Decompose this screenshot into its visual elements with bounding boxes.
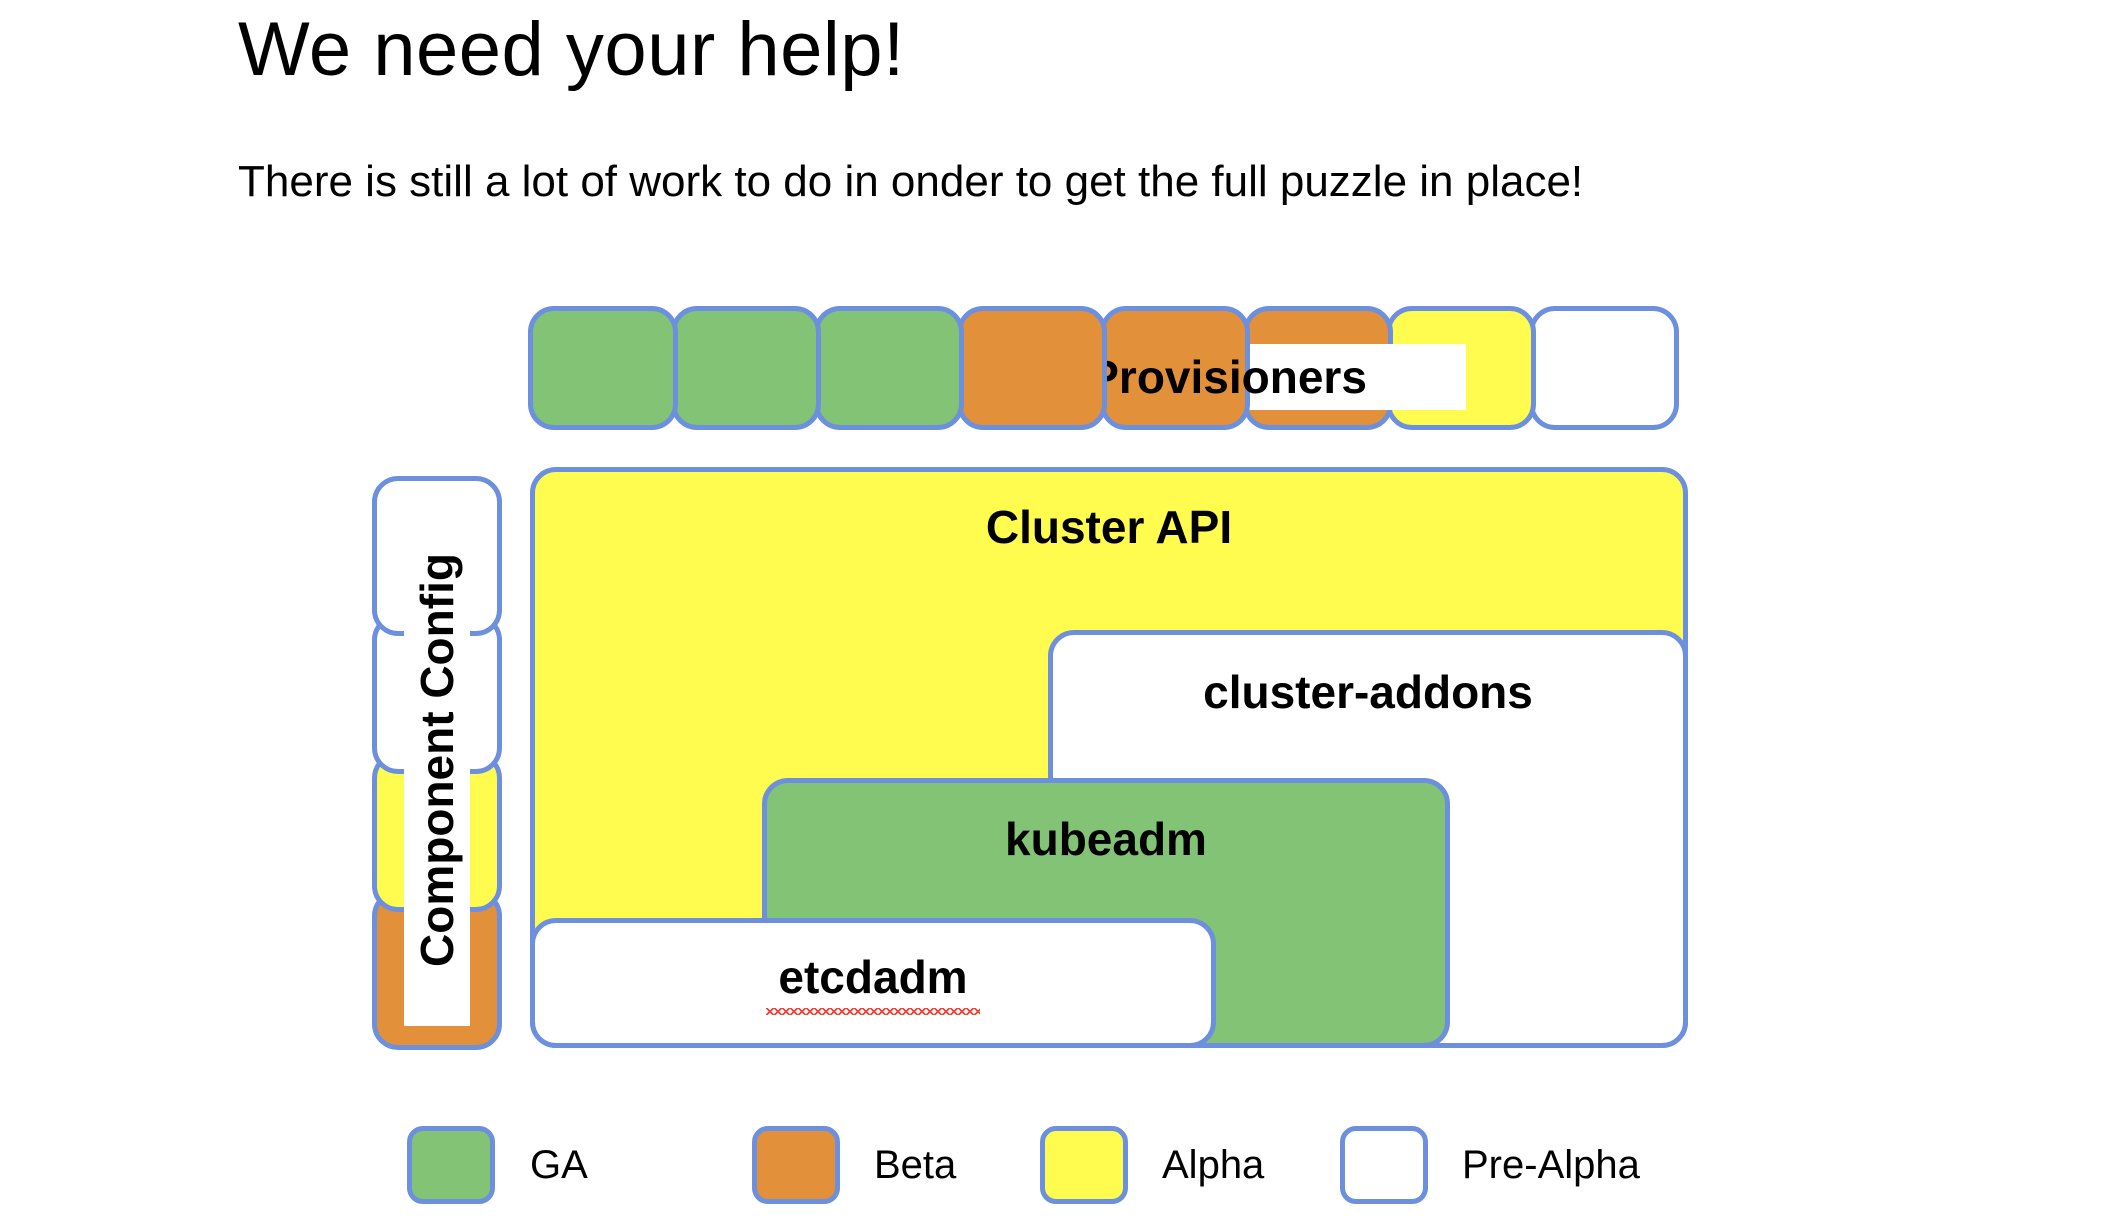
legend-swatch-beta [752, 1126, 840, 1204]
provisioner-cell-4[interactable] [957, 306, 1107, 430]
component-config-banner-label: Component Config [404, 494, 470, 1026]
legend-label-ga: GA [530, 1143, 588, 1187]
provisioner-cell-8[interactable] [1529, 306, 1679, 430]
component-config-banner-text: Component Config [411, 553, 464, 967]
legend-label-pre-alpha: Pre-Alpha [1462, 1143, 1640, 1187]
etcdadm-box[interactable] [530, 918, 1216, 1048]
legend-swatch-ga [407, 1126, 495, 1204]
component-config-banner [404, 494, 470, 1026]
legend-swatch-alpha [1040, 1126, 1128, 1204]
legend-label-alpha: Alpha [1162, 1143, 1265, 1187]
page-title: We need your help! [238, 7, 905, 92]
page-subtitle: There is still a lot of work to do in on… [238, 157, 1584, 206]
provisioner-cell-1[interactable] [528, 306, 678, 430]
legend-swatch-pre-alpha [1340, 1126, 1428, 1204]
legend-label-beta: Beta [874, 1143, 957, 1187]
provisioner-cell-2[interactable] [671, 306, 821, 430]
provisioner-cell-3[interactable] [814, 306, 964, 430]
